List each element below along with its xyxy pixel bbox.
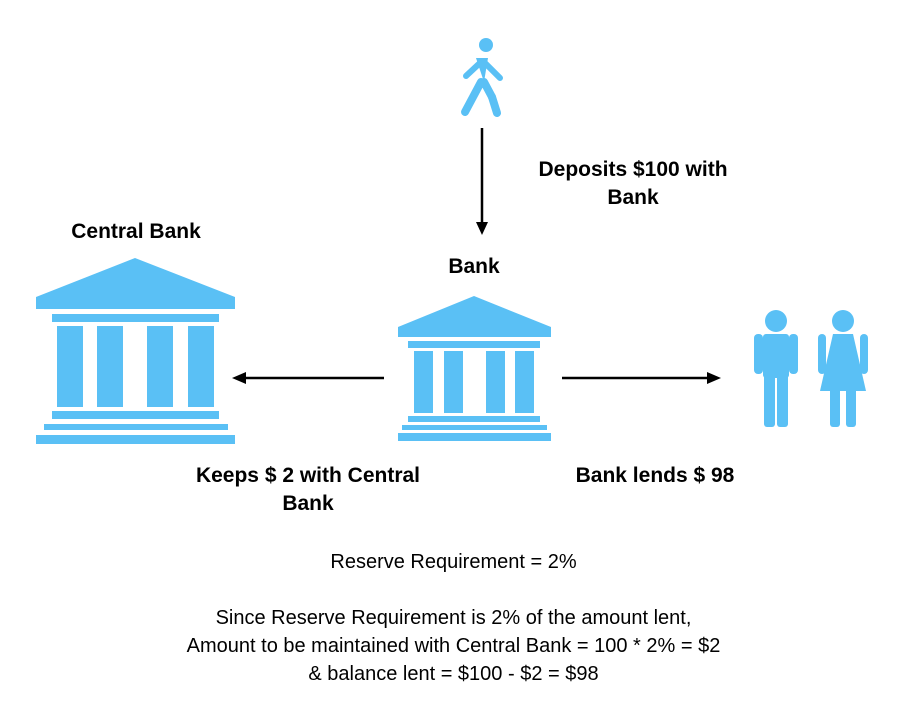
explanation-line2: Amount to be maintained with Central Ban… xyxy=(186,635,721,657)
central-bank-label: Central Bank xyxy=(71,220,201,243)
keeps-label-line1: Keeps $ 2 with Central xyxy=(195,464,421,487)
keeps-label: Keeps $ 2 with Central Bank xyxy=(160,462,456,518)
lends-label: Bank lends $ 98 xyxy=(575,464,735,487)
keeps-label-line2: Bank xyxy=(282,492,334,515)
walking-person-icon xyxy=(461,38,503,117)
reserve-requirement-text: Reserve Requirement = 2% xyxy=(330,551,577,573)
central-bank-icon xyxy=(36,258,235,444)
man-icon xyxy=(754,310,798,427)
bank-label: Bank xyxy=(448,255,500,278)
deposit-label-line1: Deposits $100 with xyxy=(538,158,728,181)
lends-arrow xyxy=(562,372,721,384)
deposit-label: Deposits $100 with Bank xyxy=(500,156,766,212)
deposit-label-line2: Bank xyxy=(607,186,659,209)
woman-icon xyxy=(818,310,868,427)
deposit-arrow xyxy=(476,128,488,235)
explanation-line1: Since Reserve Requirement is 2% of the a… xyxy=(215,607,692,629)
bank-icon xyxy=(398,296,551,441)
keeps-arrow xyxy=(232,372,384,384)
explanation-line3: & balance lent = $100 - $2 = $98 xyxy=(308,663,599,685)
